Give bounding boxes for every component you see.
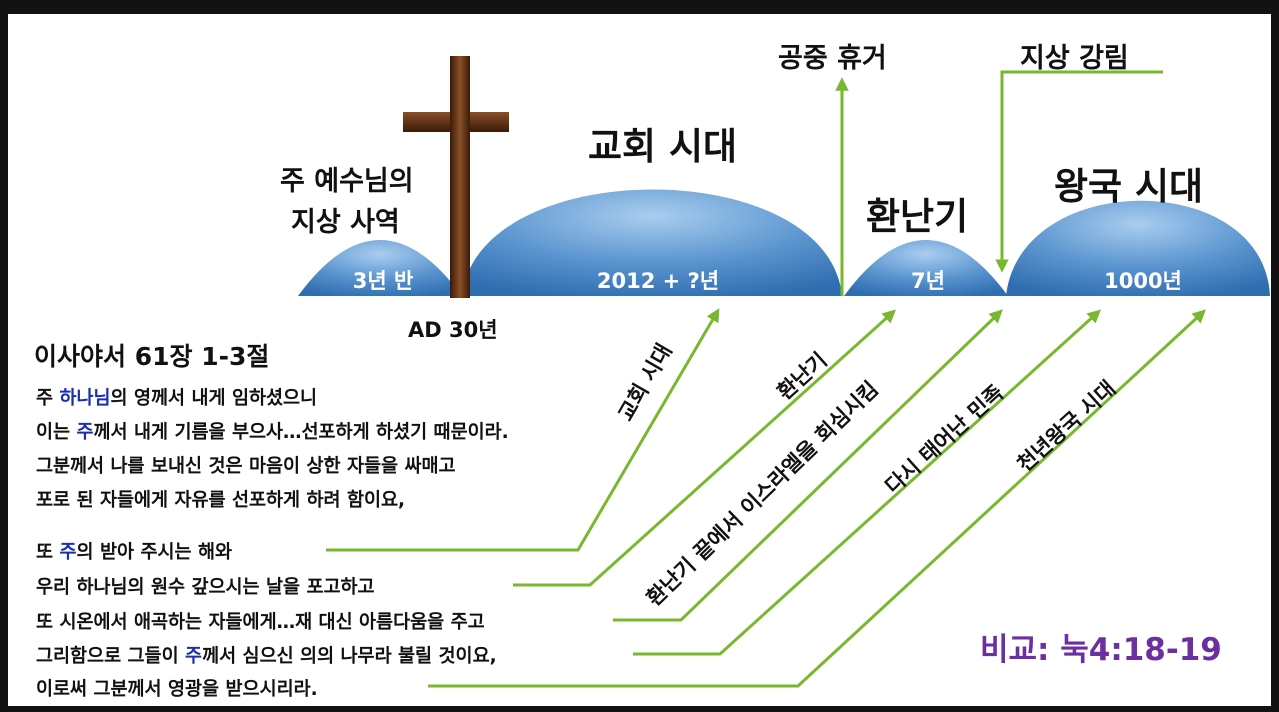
connector-reborn <box>633 309 1102 656</box>
connector-millennium <box>428 309 1206 688</box>
dome-kingdom <box>1006 200 1270 296</box>
ministry-label-line1: 주 예수님의 <box>280 166 414 197</box>
verse-line-1c: 의 영께서 내게 임하셨으니 <box>110 388 318 409</box>
tribulation-label: 환난기 <box>866 195 969 238</box>
ad30-label: AD 30년 <box>408 318 498 342</box>
dome-tribulation <box>844 240 1008 296</box>
verse-line-5: 또 주의 받아 주시는 해와 <box>36 538 232 564</box>
second-coming-label: 지상 강림 <box>1020 43 1129 74</box>
cross-icon <box>403 56 509 298</box>
verse-line-2a: 이는 <box>36 422 77 443</box>
timeline-graphic <box>298 56 1270 688</box>
verse-line-6: 우리 하나님의 원수 갚으시는 날을 포고하고 <box>36 577 375 598</box>
compare-reference: 비교: 눅4:18-19 <box>980 632 1222 668</box>
verse-line-1a: 주 <box>36 388 60 409</box>
verse-line-2-highlight: 주 <box>76 422 94 443</box>
verse-line-8a: 그리함으로 그들이 <box>36 646 186 667</box>
dome-church-label: 2012 + ?년 <box>596 269 720 293</box>
verse-line-1: 주 하나님의 영께서 내게 임하셨으니 <box>36 384 317 410</box>
second-coming-arrow <box>995 70 1163 273</box>
verse-title: 이사야서 61장 1-3절 <box>34 342 270 371</box>
church-age-label: 교회 시대 <box>588 125 738 168</box>
verse-line-8c: 께서 심으신 의의 나무라 불릴 것이요, <box>202 646 497 667</box>
verse-line-8-highlight: 주 <box>185 646 203 667</box>
verse-line-4: 포로 된 자들에게 자유를 선포하게 하려 함이요, <box>36 490 406 511</box>
verse-line-5a: 또 <box>36 542 60 563</box>
connector-tribulation <box>513 309 897 587</box>
rapture-label: 공중 휴거 <box>778 43 887 74</box>
dome-kingdom-label: 1000년 <box>1104 269 1182 293</box>
verse-line-2: 이는 주께서 내게 기름을 부으사…선포하게 하셨기 때문이라. <box>36 418 509 444</box>
verse-line-9: 이로써 그분께서 영광을 받으시리라. <box>36 679 318 700</box>
verse-line-2c: 께서 내게 기름을 부으사…선포하게 하셨기 때문이라. <box>93 422 509 443</box>
dome-ministry <box>298 240 462 296</box>
connector-church <box>326 308 720 552</box>
dome-tribulation-label: 7년 <box>911 269 945 293</box>
verse-line-7: 또 시온에서 애곡하는 자들에게…재 대신 아름다움을 주고 <box>36 612 485 633</box>
connector-israel <box>613 309 1003 622</box>
ministry-label-line2: 지상 사역 <box>291 207 400 238</box>
diagram-frame: 공중 휴거 지상 강림 교회 시대 주 예수님의 지상 사역 환난기 왕국 시대… <box>8 14 1271 706</box>
verse-line-1-highlight: 하나님 <box>59 388 111 409</box>
kingdom-age-label: 왕국 시대 <box>1054 165 1204 208</box>
dome-church <box>462 189 842 296</box>
verse-line-3: 그분께서 나를 보내신 것은 마음이 상한 자들을 싸매고 <box>36 456 456 477</box>
verse-line-5c: 의 받아 주시는 해와 <box>76 542 232 563</box>
verse-line-8: 그리함으로 그들이 주께서 심으신 의의 나무라 불릴 것이요, <box>36 642 497 668</box>
dome-ministry-label: 3년 반 <box>352 269 414 293</box>
verse-line-5-highlight: 주 <box>59 542 77 563</box>
